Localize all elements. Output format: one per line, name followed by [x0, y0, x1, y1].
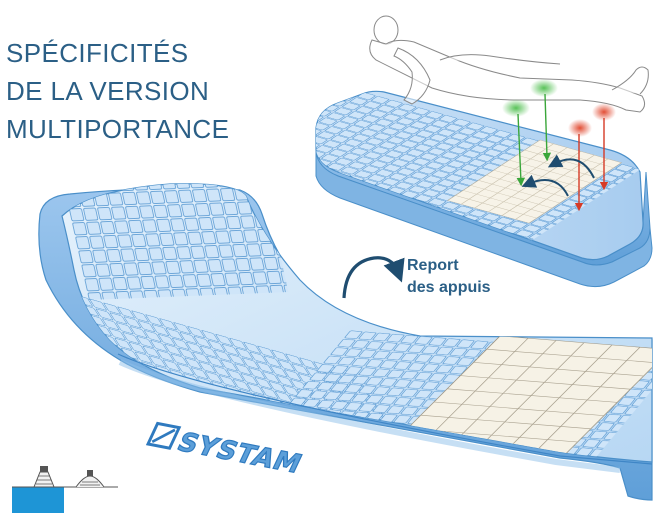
brand-logo: SYSTAM — [145, 421, 308, 480]
contoured-mattress — [38, 183, 653, 501]
report-label: Report des appuis — [407, 255, 491, 299]
brand-text: SYSTAM — [172, 427, 307, 479]
transfer-arrows — [521, 154, 595, 197]
page-title: SPÉCIFICITÉS DE LA VERSION MULTIPORTANCE — [6, 34, 229, 148]
contoured-mattress-insert — [394, 335, 652, 455]
title-line-2: DE LA VERSION — [6, 76, 210, 106]
pressure-arrows — [516, 93, 609, 212]
title-line-1: SPÉCIFICITÉS — [6, 38, 189, 68]
curved-arrow-icon — [342, 256, 405, 299]
support-cone-icon — [12, 466, 118, 513]
report-line-1: Report — [407, 257, 459, 274]
small-mattress — [315, 90, 653, 288]
pressure-points — [502, 79, 616, 137]
body-outline-icon — [369, 15, 649, 113]
report-line-2: des appuis — [407, 279, 491, 296]
title-line-3: MULTIPORTANCE — [6, 114, 230, 144]
